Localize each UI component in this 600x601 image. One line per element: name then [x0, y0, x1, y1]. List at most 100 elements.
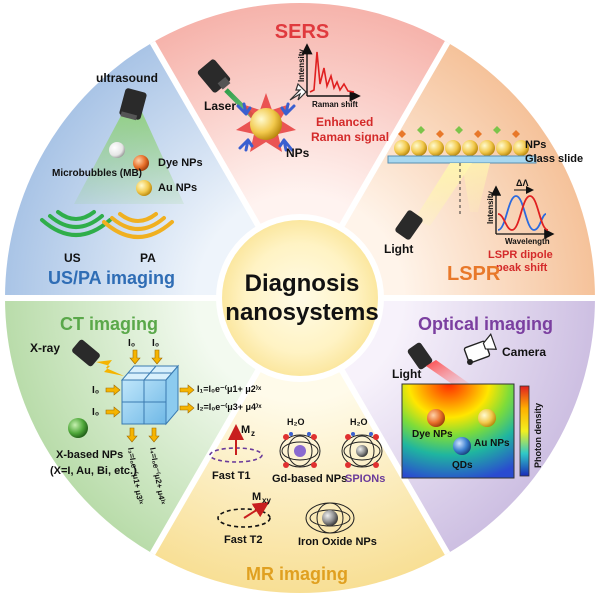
- optical-au-label: Au NPs: [474, 438, 510, 449]
- mr-gd-label: Gd-based NPs: [272, 473, 347, 485]
- lspr-analytes: [398, 126, 520, 138]
- mr-fast-t1-label: Fast T1: [212, 470, 251, 482]
- panel-us: ultrasound Microbubbles (MB) Dye NPs Au …: [40, 71, 203, 288]
- ultrasound-transducer-icon: [119, 88, 147, 121]
- us-au-np: [136, 180, 152, 196]
- lspr-light-cone-in: [414, 163, 472, 226]
- us-wave-icon: [40, 210, 112, 237]
- optical-au-np: [478, 409, 496, 427]
- mr-iron-label: Iron Oxide NPs: [298, 536, 377, 548]
- ct-equation-1: I₁=I₀e⁻⁽μ1+ μ2⁾ˣ: [197, 384, 262, 394]
- us-wave-label: US: [64, 251, 81, 265]
- optical-light-label: Light: [392, 367, 421, 381]
- mr-t1-diagram: M z Fast T1: [209, 424, 263, 482]
- sers-caption-line1: Enhanced: [316, 115, 373, 129]
- optical-light-source-icon: [407, 342, 433, 370]
- lspr-y-axis-label: Intensity: [486, 191, 495, 224]
- sers-title: SERS: [275, 21, 329, 43]
- sector-ct: [5, 298, 300, 554]
- ct-beam-arrows: [105, 349, 195, 443]
- ct-equation-2: I₂=I₀e⁻⁽μ3+ μ4⁾ˣ: [197, 402, 262, 412]
- panel-ct: CT imaging X-ray I₀ I₀ I₀: [30, 314, 262, 505]
- us-microbubble: [109, 142, 125, 158]
- optical-camera-label: Camera: [502, 345, 546, 359]
- mr-h2o-label-a: H₂O: [287, 417, 305, 427]
- optical-dye-np: [427, 409, 445, 427]
- lspr-spectrum: ΔΛ Intensity Wavelength: [486, 178, 555, 246]
- optical-qd: [453, 437, 471, 455]
- mr-mxy-label: M: [252, 491, 261, 503]
- optical-dye-label: Dye NPs: [412, 429, 453, 440]
- panel-lspr: NPs Glass slide Light ΔΛ Intensity Wavel…: [384, 126, 583, 285]
- sers-x-axis-label: Raman shift: [312, 100, 358, 109]
- lspr-caption-line1: LSPR dipole: [488, 249, 553, 261]
- center-hub: Diagnosis nanosystems: [216, 214, 384, 382]
- laser-icon: [197, 59, 231, 93]
- ct-i0-top-b: I₀: [152, 338, 159, 349]
- sers-y-axis-label: Intensity: [297, 49, 306, 82]
- sers-laser-label: Laser: [204, 99, 236, 113]
- mr-mxy-sub: xy: [262, 496, 271, 505]
- panel-optical: Optical imaging Camera Light Dye NPs Au …: [392, 314, 553, 479]
- sers-output-arrow: [289, 82, 307, 101]
- center-title-line1: Diagnosis: [245, 270, 360, 297]
- xray-source-icon: [72, 339, 100, 367]
- ct-i0-left-a: I₀: [92, 385, 99, 396]
- ct-xray-label: X-ray: [30, 341, 60, 355]
- mr-t2-diagram: M xy Fast T2: [217, 491, 271, 546]
- ultrasound-beam: [74, 110, 184, 204]
- lspr-caption-line2: peak shift: [496, 262, 548, 274]
- lspr-light-cone-out: [462, 163, 490, 212]
- lspr-delta-label: ΔΛ: [516, 178, 528, 188]
- us-au-label: Au NPs: [158, 182, 197, 194]
- mr-mz-sub: z: [251, 429, 255, 438]
- mr-spions: H₂O SPIONs: [341, 417, 385, 485]
- sers-spectrum: Intensity Raman shift: [297, 43, 361, 109]
- lspr-nps-label: NPs: [525, 139, 546, 151]
- mr-h2o-label-b: H₂O: [350, 417, 368, 427]
- us-title: US/PA imaging: [48, 268, 175, 288]
- center-disc: [222, 220, 378, 376]
- ct-x-based-np: [68, 418, 88, 438]
- photon-density-colorbar: [519, 385, 530, 477]
- camera-icon: [463, 333, 498, 365]
- mr-mz-label: M: [241, 424, 250, 436]
- mr-iron-oxide-np: Iron Oxide NPs: [298, 502, 377, 548]
- mr-fast-t2-label: Fast T2: [224, 534, 263, 546]
- us-ultrasound-label: ultrasound: [96, 71, 158, 85]
- sers-caption-line2: Raman signal: [311, 130, 389, 144]
- sers-nps-label: NPs: [286, 146, 310, 160]
- panel-mr: M z Fast T1 H₂O Gd-based NPs H₂O: [209, 417, 385, 584]
- lspr-light-source-icon: [395, 210, 423, 240]
- pa-wave-label: PA: [140, 251, 156, 265]
- ct-title: CT imaging: [60, 314, 158, 334]
- ct-i0-left-b: I₀: [92, 407, 99, 418]
- lspr-nanoparticles: [394, 140, 529, 156]
- ct-cube: [120, 364, 180, 426]
- us-dye-label: Dye NPs: [158, 157, 203, 169]
- panel-sers: SERS Laser NPs Intensity R: [197, 21, 389, 160]
- lspr-glass-label: Glass slide: [525, 153, 583, 165]
- optical-excitation-beam: [426, 360, 470, 384]
- mr-spions-label: SPIONs: [345, 473, 385, 485]
- ct-xnps-label: X-based NPs: [56, 449, 123, 461]
- sers-nanoparticle: [236, 93, 296, 152]
- mr-gd-np: H₂O Gd-based NPs: [272, 417, 347, 485]
- lspr-light-label: Light: [384, 242, 413, 256]
- pa-wave-icon: [102, 212, 174, 239]
- optical-title: Optical imaging: [418, 314, 553, 334]
- photon-density-map: [401, 383, 515, 479]
- lspr-x-axis-label: Wavelength: [505, 237, 550, 246]
- ct-xnps-list: (X=I, Au, Bi, etc.): [50, 465, 137, 477]
- us-mb-label: Microbubbles (MB): [52, 168, 142, 179]
- center-title-line2: nanosystems: [225, 299, 378, 326]
- us-dye-np: [133, 155, 149, 171]
- lspr-title: LSPR: [447, 263, 501, 285]
- optical-colorbar-label: Photon density: [533, 403, 543, 468]
- mr-title: MR imaging: [246, 564, 348, 584]
- xray-bolt: [96, 360, 124, 376]
- ct-i0-top-a: I₀: [128, 338, 135, 349]
- glass-slide: [387, 155, 537, 164]
